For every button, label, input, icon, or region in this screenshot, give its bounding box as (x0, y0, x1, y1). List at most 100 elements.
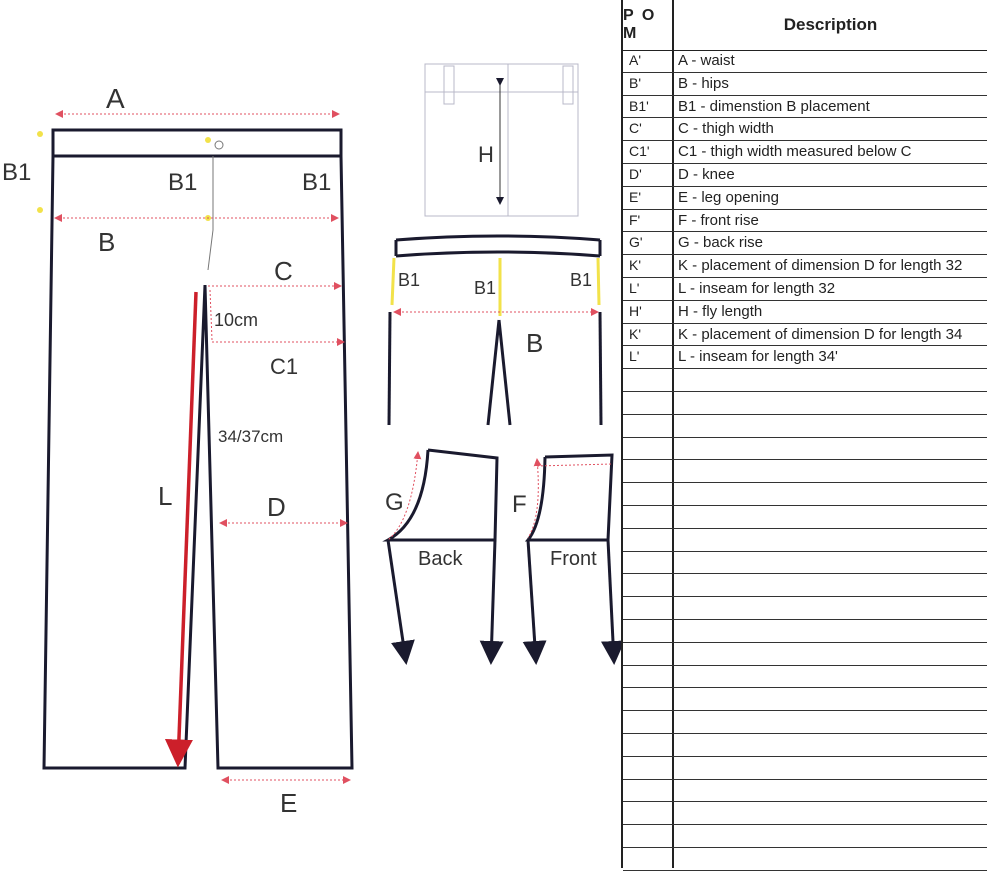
table-row (623, 825, 987, 848)
table-row: E' E - leg opening (623, 187, 987, 210)
table-row (623, 460, 987, 484)
label-b: B (98, 227, 115, 257)
pants-front-view (42, 128, 354, 770)
pom-code: E' (629, 188, 642, 205)
label-c: C (274, 256, 293, 286)
table-row: H' H - fly length (623, 301, 987, 324)
table-row (623, 597, 987, 620)
pom-code: B' (629, 74, 642, 91)
table-row: K' K - placement of dimension D for lengt… (623, 324, 987, 347)
pom-description: C - thigh width (678, 120, 774, 138)
table-row (623, 620, 987, 643)
pom-code: D' (629, 165, 642, 182)
label-b1-left: B1 (2, 159, 31, 186)
pom-code: A' (629, 52, 642, 68)
front-rise-detail (522, 453, 621, 665)
table-row (623, 483, 987, 506)
table-row: K' K - placement of dimension D for lengt… (623, 255, 987, 278)
table-row (623, 780, 987, 803)
table-row: B1'B1 - dimenstion B placement (623, 96, 987, 119)
pom-code: H' (629, 302, 642, 319)
pom-code: K' (629, 325, 642, 342)
table-row (623, 415, 987, 438)
table-row: D' D - knee (623, 164, 987, 187)
back-rise-detail (382, 448, 504, 665)
pom-description: L - inseam for length 32 (678, 279, 836, 297)
pom-code: G' (629, 234, 643, 251)
table-row (623, 529, 987, 552)
label-b1-right: B1 (302, 169, 331, 196)
label-10cm: 10cm (214, 310, 258, 330)
pom-description: H - fly length (678, 302, 763, 320)
measure-10cm-line (209, 289, 213, 341)
measure-g-line (387, 451, 422, 541)
label-a: A (106, 83, 125, 114)
pom-description: D - knee (678, 165, 735, 183)
table-row: G'G - back rise (623, 232, 987, 256)
label-h: H (478, 142, 494, 167)
description-column-header: Description (783, 15, 878, 34)
measure-lines-main (54, 110, 351, 784)
table-row (623, 802, 987, 826)
label-g: G (385, 489, 404, 516)
label-l: L (158, 481, 172, 511)
waist-label-b1-right: B1 (570, 270, 592, 290)
label-front: Front (550, 548, 597, 570)
table-row (623, 438, 987, 461)
pom-code: L' (629, 348, 640, 365)
pom-code: L' (629, 279, 640, 296)
pom-description: K - placement of dimension D for length … (678, 325, 963, 343)
label-d: D (267, 492, 286, 522)
table-row (623, 734, 987, 757)
table-row (623, 392, 987, 415)
button-icon (214, 140, 224, 150)
waistband (51, 128, 343, 158)
fly-line (207, 156, 214, 271)
waist-label-b1-center: B1 (474, 278, 496, 298)
table-row (623, 757, 987, 780)
pom-description: E - leg opening (678, 188, 779, 206)
table-row (623, 574, 987, 598)
label-inseam-cm: 34/37cm (218, 427, 283, 446)
pom-description: K - placement of dimension D for length … (678, 257, 963, 275)
pom-description: C1 - thigh width measured below C (678, 143, 912, 161)
pom-code: C1' (629, 143, 650, 160)
pom-code: F' (629, 211, 641, 228)
pom-code: B1' (629, 97, 649, 114)
label-back: Back (418, 548, 463, 570)
table-row: L' L - inseam for length 32 (623, 278, 987, 301)
label-b1-center: B1 (168, 169, 197, 196)
pom-column-divider (672, 0, 674, 868)
table-row: F' F - front rise (623, 210, 987, 233)
waist-b1-markers (390, 257, 601, 316)
fly-detail (424, 63, 579, 217)
label-c1: C1 (270, 354, 298, 379)
label-f: F (512, 491, 527, 518)
table-row (623, 369, 987, 392)
pom-column-header: P O M (623, 7, 657, 42)
table-row: L' L - inseam for length 34' (623, 346, 987, 370)
table-row (623, 506, 987, 529)
table-row (623, 552, 987, 575)
pom-code: K' (629, 257, 642, 274)
waist-detail (387, 234, 603, 426)
pom-description: A - waist (678, 52, 735, 69)
table-row (623, 711, 987, 734)
table-row: C' C - thigh width (623, 118, 987, 142)
table-row (623, 688, 987, 712)
table-row: A' A - waist (623, 50, 987, 73)
pants-outline (42, 155, 354, 770)
pom-table-header: P O M Description (623, 0, 987, 51)
pom-description: L - inseam for length 34' (678, 348, 838, 366)
label-e: E (280, 788, 297, 818)
pom-description: B - hips (678, 74, 729, 92)
table-row: B' B - hips (623, 73, 987, 96)
pants-measurement-diagram: A B1 B1 B1 B C 10cm C1 34/37cm L D E H B… (2, 63, 621, 818)
pom-description: F - front rise (678, 211, 759, 229)
pom-code: C' (629, 120, 642, 137)
table-row (623, 666, 987, 689)
table-row (623, 848, 987, 871)
table-row: C1' C1 - thigh width measured below C (623, 141, 987, 164)
